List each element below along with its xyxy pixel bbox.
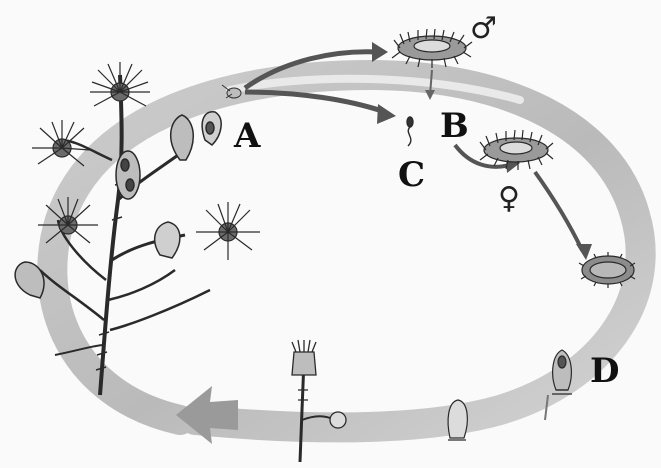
male-symbol-icon: ♂: [470, 11, 497, 46]
label-c: C: [398, 155, 425, 195]
female-symbol-icon: ♀: [498, 181, 520, 216]
arrow-female-to-planula-head: [576, 244, 592, 260]
label-b: B: [440, 106, 469, 146]
budding-polyp-icon: [292, 340, 346, 462]
label-a: A: [233, 116, 261, 156]
sperm-icon: [407, 117, 413, 146]
arrow-male-to-c-head: [425, 90, 435, 100]
arrow-a-to-male-head: [372, 42, 388, 62]
settling-larva-icon: [552, 350, 572, 394]
arrow-female-to-planula: [535, 172, 582, 250]
label-d: D: [590, 351, 619, 391]
arrow-a-to-b-head: [377, 104, 396, 124]
young-polyp-icon: [448, 400, 467, 440]
